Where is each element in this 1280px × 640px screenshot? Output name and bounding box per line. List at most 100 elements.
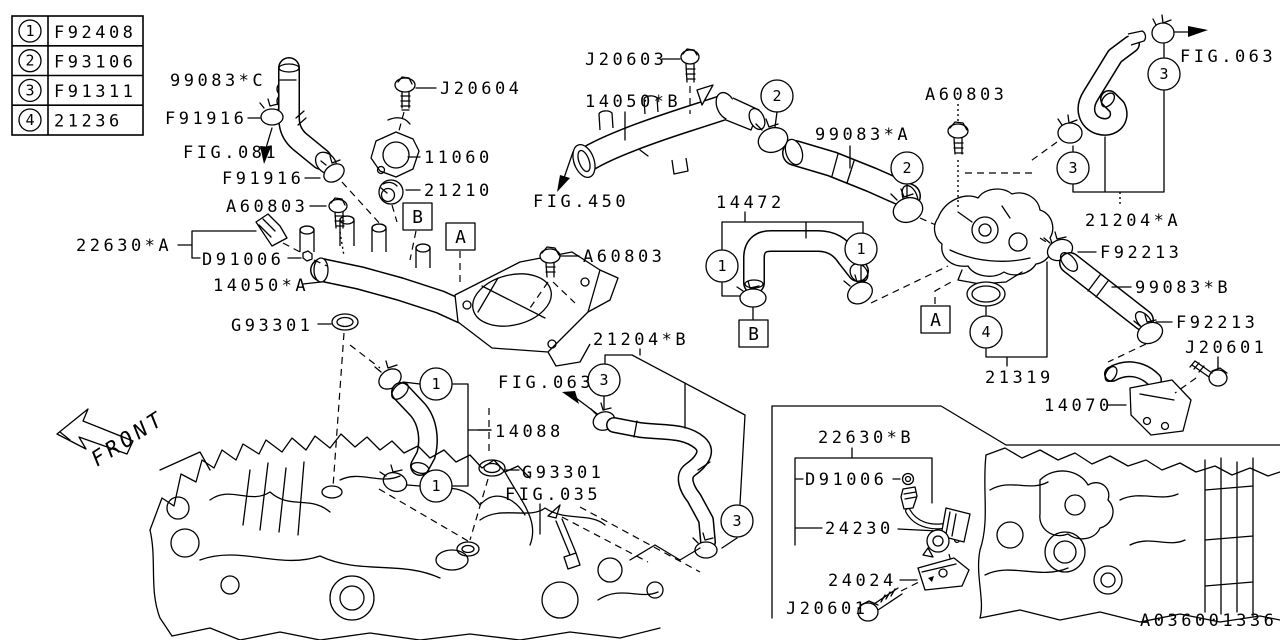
clamp-f92408-14088-bottom	[379, 464, 408, 493]
thermostat-cover-11060	[370, 117, 420, 178]
clamp-f92213-bottom	[1133, 314, 1164, 345]
hose-21204b-drawing	[606, 417, 716, 550]
bracket-22630b	[794, 447, 939, 609]
part-label-21204a: 21204*A	[1085, 211, 1181, 231]
box-letter-b-thermo: B	[402, 202, 433, 261]
svg-text:2: 2	[902, 159, 911, 177]
fig-ref-035: FIG.035	[505, 485, 601, 505]
part-label-a60803-right: A60803	[925, 85, 1007, 105]
fig-ref-063-mid: FIG.063	[498, 373, 594, 393]
callout-3-21204b-left: 3	[587, 363, 621, 411]
part-label-d91006-inset: D91006	[805, 470, 887, 490]
part-label-21319: 21319	[985, 368, 1054, 388]
callout-1-14088-bottom: 1	[406, 469, 453, 503]
clamp-f93106-hosea	[890, 188, 924, 224]
hose-14088-drawing	[391, 382, 438, 476]
bracket-14472	[721, 211, 864, 297]
fig-ref-063-top: FIG.063	[1180, 47, 1276, 67]
part-label-j20601-right: J20601	[1185, 338, 1267, 358]
legend-callout-4: 4	[25, 111, 34, 129]
legend-code-3: F91311	[54, 82, 136, 102]
clamp-f91311-21204a-left	[1057, 114, 1083, 144]
bracket-14088	[452, 383, 492, 487]
svg-text:2: 2	[772, 87, 781, 105]
svg-text:A: A	[930, 310, 941, 331]
svg-text:1: 1	[431, 477, 440, 495]
oring-g93301-top	[331, 313, 359, 331]
water-pump-21319-drawing	[933, 188, 1054, 285]
svg-text:1: 1	[431, 375, 440, 393]
box-letter-b-14472: B	[738, 307, 769, 348]
thermostat-21210	[378, 179, 404, 205]
legend-callout-1: 1	[25, 22, 34, 40]
fig081-arrow	[260, 127, 273, 164]
part-label-d91006-top: D91006	[202, 250, 284, 270]
bracket-24024-drawing	[917, 557, 970, 591]
callout-1-14088-top: 1	[402, 367, 453, 401]
part-label-f91916-bottom: F91916	[222, 169, 304, 189]
leader-lines	[177, 58, 1219, 471]
part-label-24230: 24230	[825, 519, 894, 539]
fig-ref-081: FIG.081	[183, 143, 279, 163]
svg-text:B: B	[412, 207, 423, 228]
part-label-21204b: 21204*B	[593, 330, 689, 350]
water-pipe-14050b-drawing	[572, 91, 766, 178]
callout-2-hosea-clamp: 2	[890, 151, 924, 198]
svg-text:1: 1	[856, 240, 865, 258]
svg-text:4: 4	[981, 323, 990, 341]
clamp-f91916-bottom	[320, 155, 345, 183]
part-label-a60803-left: A60803	[226, 197, 308, 217]
svg-text:A: A	[455, 227, 466, 248]
legend-code-2: F93106	[54, 53, 136, 73]
part-label-g93301-bottom: G93301	[522, 463, 604, 483]
legend-callout-3: 3	[25, 81, 34, 99]
clamp-f92408-14472-right	[843, 274, 873, 305]
hose-99083c-drawing	[276, 57, 338, 175]
clamp-f91311-21204a-top	[1151, 14, 1175, 44]
fig035-plug-drawing	[539, 503, 649, 570]
bolt-a60803-right	[947, 121, 969, 155]
legend-code-1: F92408	[54, 23, 136, 43]
inset-border	[771, 405, 1280, 619]
hose-21204a-drawing	[1077, 30, 1147, 136]
part-label-f92213-bottom: F92213	[1176, 313, 1258, 333]
bolt-j20601-inset	[857, 587, 903, 622]
box-letter-a-thermo: A	[445, 222, 476, 287]
bracket-21204a	[1072, 43, 1165, 206]
svg-text:3: 3	[732, 512, 741, 530]
clamp-f92408-14472-left	[736, 280, 767, 308]
legend-table: 1 F92408 2 F93106 3 F91311 4 21236	[11, 15, 144, 136]
part-label-14050b: 14050*B	[585, 92, 681, 112]
bracket-21204b	[604, 348, 746, 549]
sensor-24230-drawing	[900, 486, 971, 558]
part-label-j20601-inset: J20601	[786, 599, 868, 619]
engine-outline-inset	[977, 447, 1280, 623]
clamp-f91311-21204b-bottom	[692, 532, 718, 559]
part-label-99083b: 99083*B	[1135, 278, 1231, 298]
diagram-id: A036001336	[1140, 611, 1277, 631]
part-label-a60803-mid: A60803	[583, 247, 665, 267]
part-label-14472: 14472	[716, 193, 785, 213]
callout-4-pump-oring: 4	[969, 315, 1003, 349]
part-label-g93301-top: G93301	[231, 316, 313, 336]
clamp-f91916-top	[259, 98, 284, 126]
oring-21236-pump	[966, 281, 1006, 307]
part-label-99083c: 99083*C	[170, 71, 266, 91]
hose-14070-drawing	[1104, 361, 1192, 436]
bolt-j20601-right	[1189, 360, 1228, 387]
part-label-f91916-top: F91916	[165, 109, 247, 129]
gasket-d91006b	[901, 472, 915, 486]
bolt-j20603	[680, 48, 700, 83]
fig063-top-arrow	[1174, 26, 1208, 37]
callout-1-14472-left: 1	[705, 249, 739, 283]
fig063-mid-arrow	[562, 391, 601, 417]
part-label-22630a: 22630*A	[76, 236, 172, 256]
part-label-14088: 14088	[495, 422, 564, 442]
water-pipe-14050a-drawing	[299, 215, 619, 367]
hose-14472-drawing	[743, 230, 869, 294]
front-arrow	[56, 408, 134, 455]
part-label-f92213-top: F92213	[1100, 243, 1182, 263]
part-label-14050a: 14050*A	[213, 276, 309, 296]
sensor-22630a	[255, 213, 288, 247]
